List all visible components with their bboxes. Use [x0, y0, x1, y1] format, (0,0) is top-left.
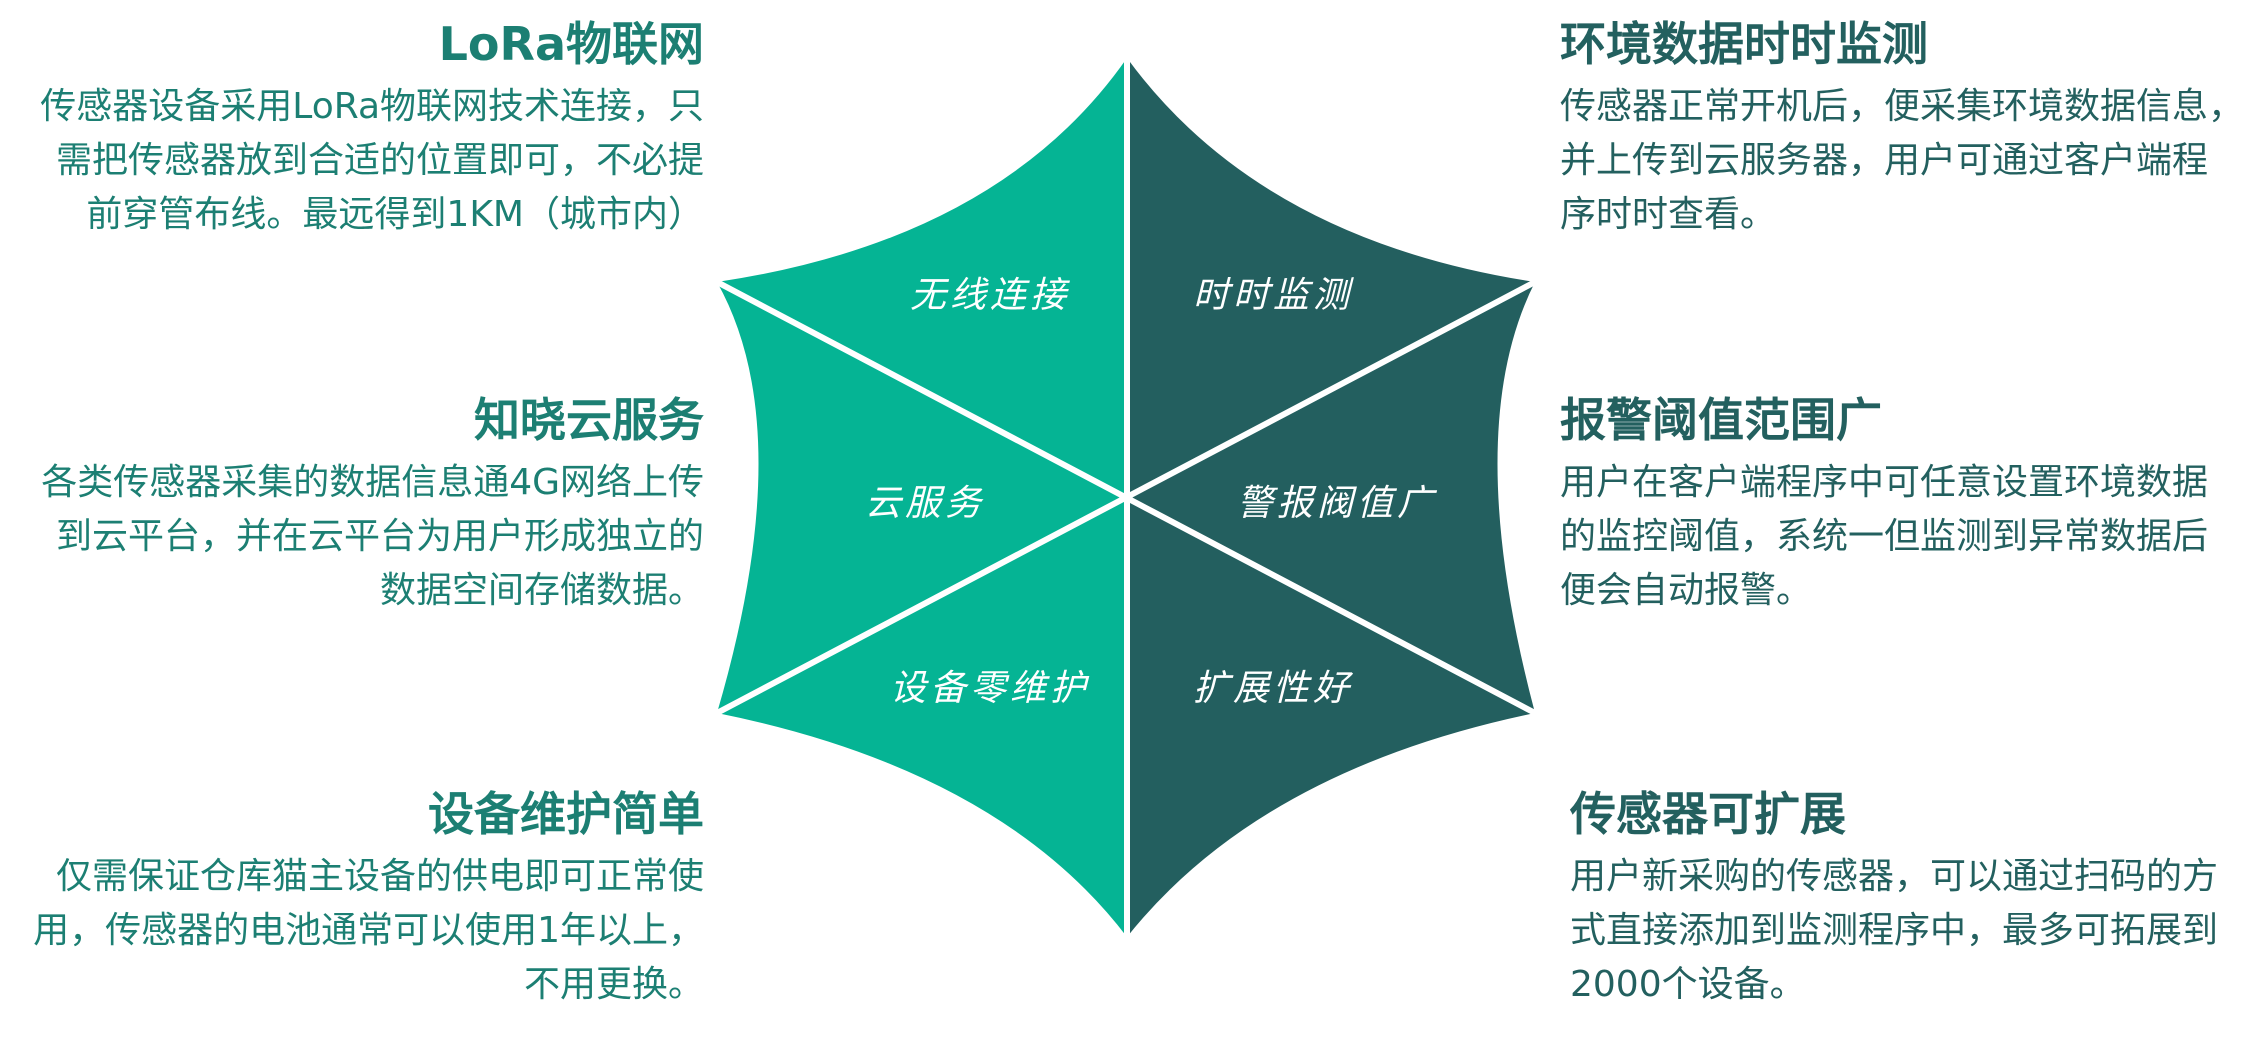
feature-maintenance: 设备维护简单 仅需保证仓库猫主设备的供电即可正常使 用，传感器的电池通常可以使用…: [4, 784, 704, 1012]
feature-cloud-line: 数据空间存储数据。: [379, 570, 704, 611]
separator-diagonal-b: [714, 279, 1538, 716]
feature-star-diagram: 无线连接 时时监测 云服务 警报阀值广 设备零维护 扩展性好: [714, 55, 1538, 940]
feature-maintenance-desc: 仅需保证仓库猫主设备的供电即可正常使 用，传感器的电池通常可以使用1年以上， 不…: [4, 850, 704, 1012]
feature-monitor-line: 序时时查看。: [1560, 194, 1777, 235]
feature-monitor-desc: 传感器正常开机后，便采集环境数据信息， 并上传到云服务器，用户可通过客户端程 序…: [1560, 80, 2250, 242]
feature-cloud-desc: 各类传感器采集的数据信息通4G网络上传 到云平台，并在云平台为用户形成独立的 数…: [4, 456, 704, 618]
segment-label-monitor: 时时监测: [1193, 275, 1354, 316]
segment-label-maintenance: 设备零维护: [890, 668, 1090, 709]
feature-maintenance-line: 不用更换。: [523, 964, 704, 1005]
feature-monitor-line: 并上传到云服务器，用户可通过客户端程: [1560, 140, 2209, 181]
feature-alarm-line: 便会自动报警。: [1560, 570, 1813, 611]
feature-lora-title: LoRa物联网: [438, 17, 704, 71]
feature-cloud-line: 各类传感器采集的数据信息通4G网络上传: [41, 462, 704, 503]
feature-expand-desc: 用户新采购的传感器，可以通过扫码的方 式直接添加到监测程序中，最多可拓展到 20…: [1570, 850, 2250, 1012]
feature-cloud: 知晓云服务 各类传感器采集的数据信息通4G网络上传 到云平台，并在云平台为用户形…: [4, 390, 704, 618]
feature-expand-line: 用户新采购的传感器，可以通过扫码的方: [1570, 856, 2219, 897]
feature-expand-title: 传感器可扩展: [1570, 787, 1846, 841]
feature-lora-line: 传感器设备采用LoRa物联网技术连接，只: [40, 86, 704, 127]
feature-lora-desc: 传感器设备采用LoRa物联网技术连接，只 需把传感器放到合适的位置即可，不必提 …: [4, 80, 704, 242]
segment-label-expand: 扩展性好: [1193, 668, 1354, 709]
feature-alarm-line: 的监控阈值，系统一但监测到异常数据后: [1560, 516, 2209, 557]
feature-alarm-line: 用户在客户端程序中可任意设置环境数据: [1560, 462, 2209, 503]
feature-lora-line: 需把传感器放到合适的位置即可，不必提: [55, 140, 704, 181]
segment-label-wireless: 无线连接: [910, 275, 1070, 316]
feature-maintenance-line: 用，传感器的电池通常可以使用1年以上，: [33, 910, 704, 951]
feature-expand-line: 式直接添加到监测程序中，最多可拓展到: [1570, 910, 2219, 951]
feature-alarm: 报警阈值范围广 用户在客户端程序中可任意设置环境数据 的监控阈值，系统一但监测到…: [1560, 390, 2250, 618]
segment-label-cloud: 云服务: [865, 483, 985, 524]
star-right-half: [1127, 58, 1535, 937]
star-left-half: [717, 58, 1127, 937]
feature-lora-line: 前穿管布线。最远得到1KM（城市内）: [86, 194, 704, 235]
feature-monitor-line: 传感器正常开机后，便采集环境数据信息，: [1560, 86, 2245, 127]
feature-cloud-title: 知晓云服务: [474, 393, 704, 447]
feature-maintenance-title: 设备维护简单: [428, 787, 704, 841]
feature-monitor: 环境数据时时监测 传感器正常开机后，便采集环境数据信息， 并上传到云服务器，用户…: [1560, 14, 2250, 242]
feature-monitor-title: 环境数据时时监测: [1560, 17, 1928, 71]
segment-label-alarm: 警报阀值广: [1237, 483, 1438, 524]
feature-alarm-title: 报警阈值范围广: [1560, 393, 1882, 447]
feature-alarm-desc: 用户在客户端程序中可任意设置环境数据 的监控阈值，系统一但监测到异常数据后 便会…: [1560, 456, 2250, 618]
feature-lora: LoRa物联网 传感器设备采用LoRa物联网技术连接，只 需把传感器放到合适的位…: [4, 14, 704, 242]
feature-expand-line: 2000个设备。: [1570, 964, 1806, 1005]
feature-expand: 传感器可扩展 用户新采购的传感器，可以通过扫码的方 式直接添加到监测程序中，最多…: [1570, 784, 2250, 1012]
feature-cloud-line: 到云平台，并在云平台为用户形成独立的: [55, 516, 704, 557]
feature-maintenance-line: 仅需保证仓库猫主设备的供电即可正常使: [55, 856, 704, 897]
